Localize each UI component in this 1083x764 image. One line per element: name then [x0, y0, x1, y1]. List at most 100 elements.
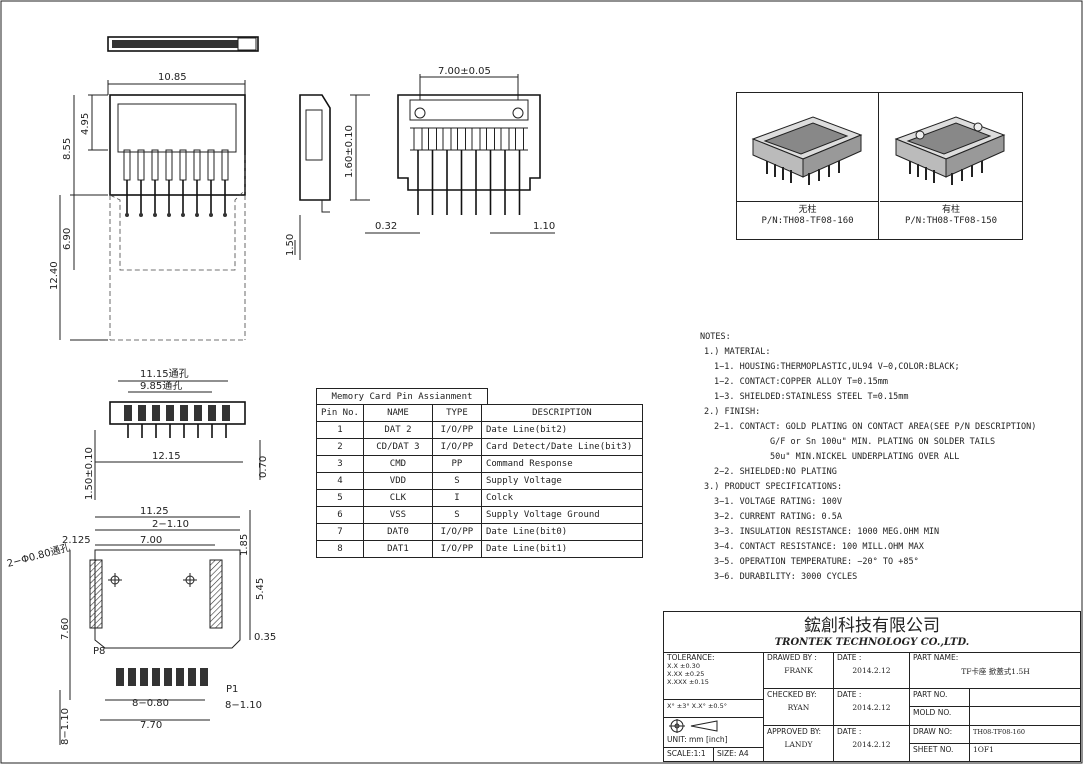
dim-side-h: 1.60±0.10: [344, 125, 355, 178]
dim-fp-holes: 2−Φ0.80通孔: [6, 542, 72, 570]
sheet-no-label: SHEET NO.: [913, 745, 954, 754]
drawn-by-label: DRAWED BY :: [767, 653, 817, 662]
note-line: 3−1. VOLTAGE RATING: 100V: [714, 497, 842, 507]
dim-fp-760: 7.60: [60, 618, 71, 640]
dim-110: 1.10: [533, 221, 555, 232]
dim-690: 6.90: [62, 228, 73, 250]
sheet-no-value-cell: 1OF1: [970, 744, 1081, 762]
dim-fp-545: 5.45: [255, 578, 266, 600]
dim-495: 4.95: [80, 113, 91, 135]
footprint-view: [59, 510, 251, 745]
checked-by-cell: CHECKED BY: RYAN: [764, 689, 834, 726]
photo-with-post: 有柱 P/N:TH08-TF08-150: [880, 93, 1022, 239]
approved-by-value: LANDY: [784, 740, 813, 749]
dimension-labels: 10.85 4.95 8.55 6.90 12.40 7.00±0.05 1.6…: [6, 66, 556, 745]
tol-2: X.XX ±0.25: [667, 670, 705, 678]
note-line: 1−1. HOUSING:THERMOPLASTIC,UL94 V−0,COLO…: [714, 362, 960, 372]
dim-top-width: 10.85: [158, 72, 187, 83]
table-cell: CMD: [362, 455, 433, 473]
note-line: 3−6. DURABILITY: 3000 CYCLES: [714, 572, 858, 582]
table-cell: PP: [431, 455, 482, 473]
sheet-no-label-cell: SHEET NO.: [910, 744, 970, 762]
draw-no-label: DRAW NO:: [913, 727, 953, 736]
date-cell-1: DATE : 2014.2.12: [834, 652, 910, 689]
part-no-label-cell: PART NO.: [910, 689, 970, 707]
table-cell: S: [431, 472, 482, 490]
tolerance-label: TOLERANCE:: [667, 653, 715, 662]
date-label: DATE :: [837, 690, 862, 699]
table-cell: CD/DAT 3: [362, 438, 433, 456]
date-label: DATE :: [837, 727, 862, 736]
table-cell: 3: [316, 455, 364, 473]
pin-label-p8: P8: [93, 646, 105, 657]
col-header: DESCRIPTION: [480, 404, 643, 422]
checked-by-value: RYAN: [787, 703, 810, 712]
dim-fp-2-110: 2−1.10: [152, 519, 189, 530]
draw-no-value-cell: TH08-TF08-160: [970, 726, 1081, 744]
table-header-row: Pin No. NAME TYPE DESCRIPTION: [316, 404, 643, 422]
photo-2-pn: P/N:TH08-TF08-150: [904, 216, 998, 226]
note-line: 2−1. CONTACT: GOLD PLATING ON CONTACT AR…: [714, 422, 1037, 432]
table-cell: 8: [316, 540, 364, 558]
top-edge-view: [107, 36, 259, 52]
tolerance-cell: TOLERANCE: X.X ±0.30 X.XX ±0.25 X.XXX ±0…: [664, 652, 764, 700]
mold-no-value-cell: [970, 707, 1081, 726]
size-label: SIZE: A4: [717, 749, 749, 758]
mold-no-label: MOLD NO.: [913, 708, 952, 717]
date-label: DATE :: [837, 653, 862, 662]
connector-photo-icon: [751, 116, 863, 185]
table-cell: 4: [316, 472, 364, 490]
table-cell: 2: [316, 438, 364, 456]
table-cell: I: [431, 489, 482, 507]
note-line: 1−2. CONTACT:COPPER ALLOY T=0.15mm: [714, 377, 888, 387]
approved-by-label: APPROVED BY:: [767, 727, 822, 736]
table-cell: VSS: [362, 506, 433, 524]
sheet-no-value: 1OF1: [973, 745, 994, 754]
note-line: 50u" MIN.NICKEL UNDERPLATING OVER ALL: [770, 452, 960, 462]
table-cell: Supply Voltage Ground: [480, 506, 643, 524]
table-cell: Date Line(bit1): [480, 540, 643, 558]
table-cell: VDD: [362, 472, 433, 490]
checked-by-label: CHECKED BY:: [767, 690, 817, 699]
dim-fp-700: 7.00: [140, 535, 162, 546]
table-cell: CLK: [362, 489, 433, 507]
dim-fp-2125: 2.125: [62, 535, 91, 546]
mold-no-label-cell: MOLD NO.: [910, 707, 970, 726]
table-cell: I/O/PP: [431, 421, 482, 439]
table-cell: I/O/PP: [431, 523, 482, 541]
dim-front-985: 9.85通孔: [140, 380, 182, 392]
dim-855: 8.55: [62, 138, 73, 160]
company-name-cn: 鋐創科技有限公司: [804, 616, 940, 636]
dim-front-1115: 11.15通孔: [140, 368, 189, 380]
tol-3: X.XXX ±0.15: [667, 678, 709, 686]
unit-label: UNIT: mm [inch]: [667, 735, 728, 744]
note-line: G/F or Sn 100u" MIN. PLATING ON SOLDER T…: [770, 437, 996, 447]
photo-no-post: 无柱 P/N:TH08-TF08-160: [737, 93, 879, 239]
table-cell: 5: [316, 489, 364, 507]
tol-angle: X° ±3° X.X° ±0.5°: [667, 702, 727, 710]
table-cell: Date Line(bit0): [480, 523, 643, 541]
date-value-3: 2014.2.12: [852, 740, 891, 749]
part-no-value-cell: [970, 689, 1081, 707]
projection-symbol-icon: [669, 719, 718, 733]
col-header: NAME: [362, 404, 433, 422]
pin-label-p1: P1: [226, 684, 238, 695]
note-line: 3.) PRODUCT SPECIFICATIONS:: [704, 482, 843, 492]
dim-fp-185: 1.85: [239, 534, 250, 556]
dim-fp-8-080: 8−0.80: [132, 698, 169, 709]
table-cell: Command Response: [480, 455, 643, 473]
note-line: 1−3. SHIELDED:STAINLESS STEEL T=0.15mm: [714, 392, 909, 402]
col-header: Pin No.: [316, 404, 364, 422]
title-block: 鋐創科技有限公司 TRONTEK TECHNOLOGY CO.,LTD. TOL…: [663, 611, 1081, 762]
dim-032: 0.32: [375, 221, 397, 232]
date-value-1: 2014.2.12: [852, 666, 891, 675]
note-line: 1.) MATERIAL:: [704, 347, 771, 357]
dim-pitch-total: 7.00±0.05: [438, 66, 491, 77]
photo-2-label: 有柱: [941, 205, 960, 215]
